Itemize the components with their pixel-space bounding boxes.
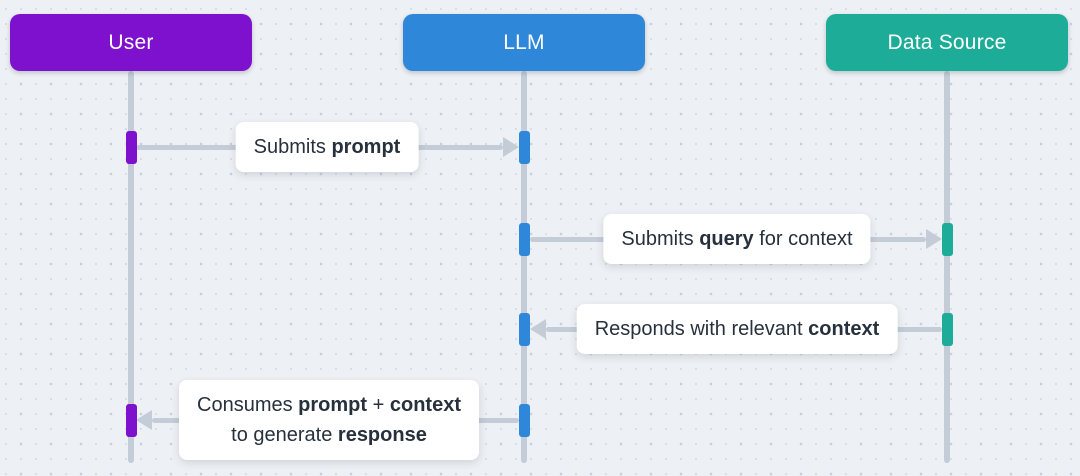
actor-data-source: Data Source bbox=[826, 14, 1068, 71]
arrowhead-left-icon bbox=[530, 319, 546, 339]
activation-bar-llm-2 bbox=[519, 223, 530, 256]
lifeline-user bbox=[128, 71, 134, 463]
message-label-3: Responds with relevant context bbox=[576, 304, 898, 354]
actor-user-label: User bbox=[108, 30, 154, 54]
activation-bar-data-source-1 bbox=[942, 223, 953, 256]
activation-bar-data-source-2 bbox=[942, 313, 953, 346]
lifeline-data-source bbox=[944, 71, 950, 463]
actor-llm: LLM bbox=[403, 14, 645, 71]
activation-bar-user-1 bbox=[126, 131, 137, 164]
actor-data-source-label: Data Source bbox=[887, 30, 1007, 54]
message-label-2: Submits query for context bbox=[603, 214, 871, 264]
arrowhead-left-icon bbox=[136, 410, 152, 430]
arrowhead-right-icon bbox=[926, 229, 942, 249]
activation-bar-llm-1 bbox=[519, 131, 530, 164]
arrowhead-right-icon bbox=[503, 137, 519, 157]
actor-llm-label: LLM bbox=[503, 30, 545, 54]
lifeline-llm bbox=[521, 71, 527, 463]
activation-bar-llm-4 bbox=[519, 404, 530, 437]
activation-bar-llm-3 bbox=[519, 313, 530, 346]
actor-user: User bbox=[10, 14, 252, 71]
message-label-1: Submits prompt bbox=[235, 122, 419, 172]
activation-bar-user-2 bbox=[126, 404, 137, 437]
